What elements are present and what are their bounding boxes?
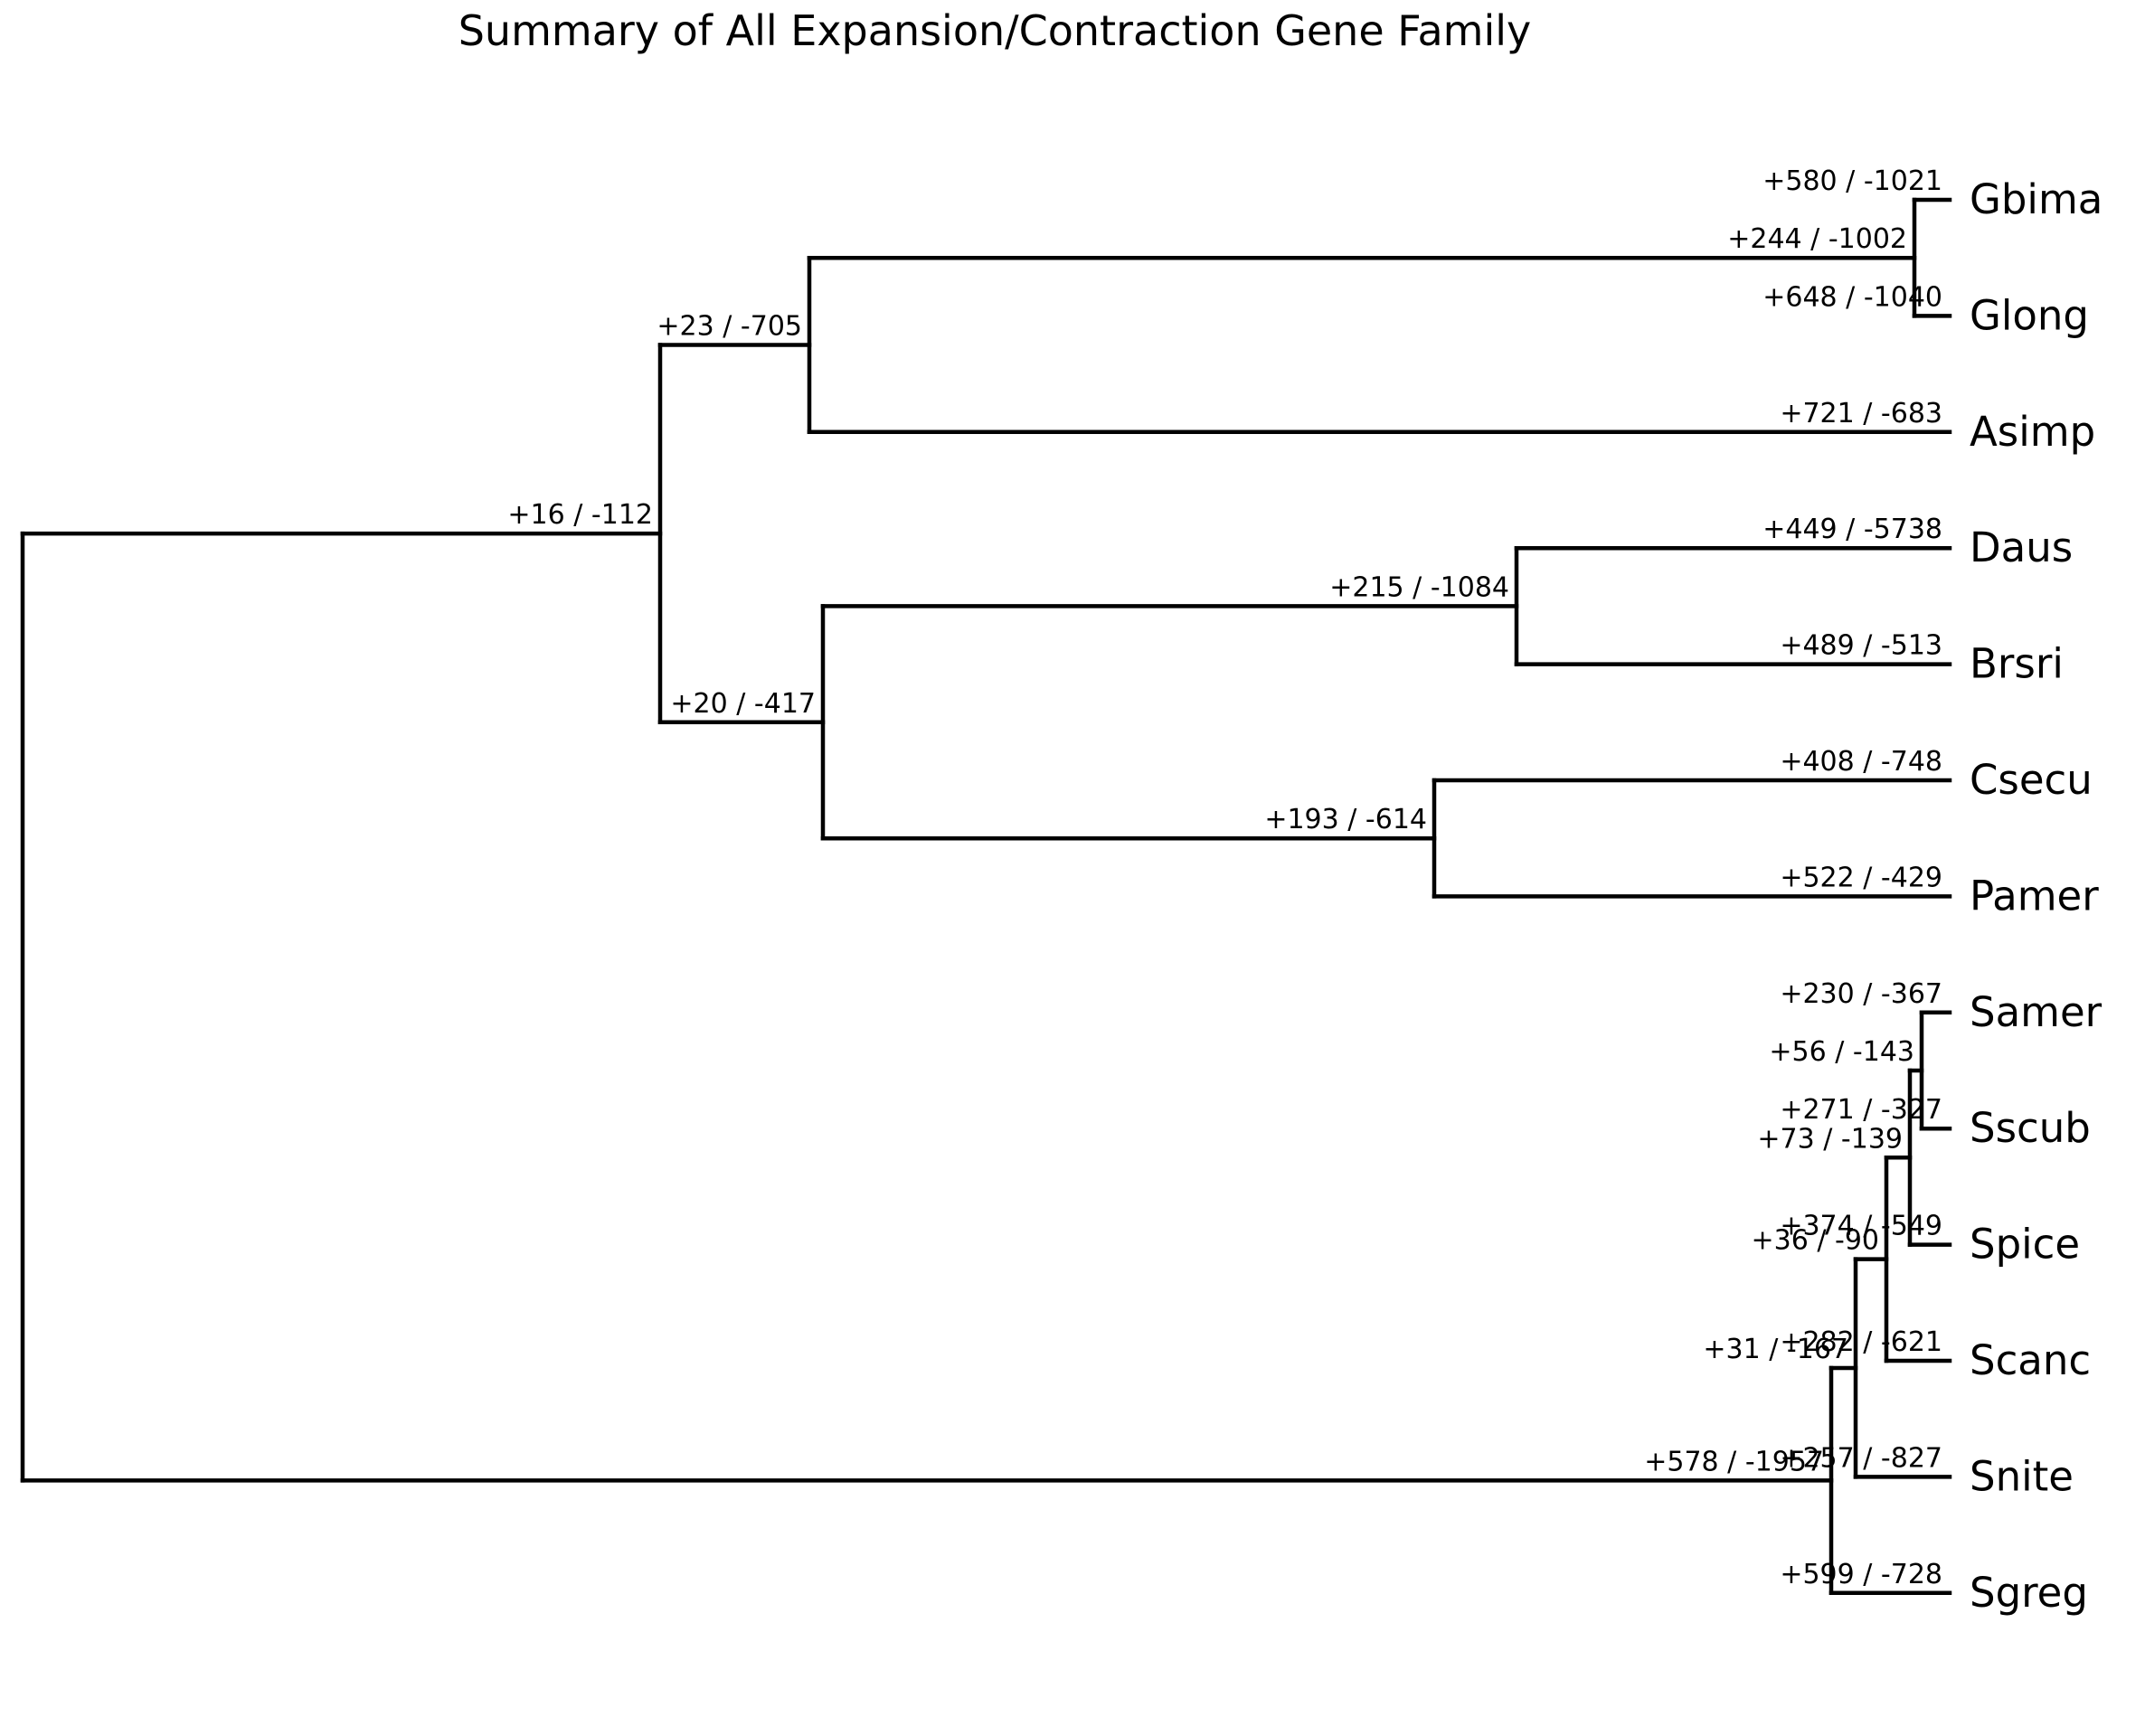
branches-layer bbox=[20, 197, 1952, 1596]
species-label: Glong bbox=[1970, 291, 2089, 339]
branch-label: +599 / -728 bbox=[1780, 1559, 1942, 1590]
branch-label: +16 / -112 bbox=[507, 499, 653, 531]
labels-layer: +16 / -112 +23 / -705 +244 / -1002 +580 / -… bbox=[507, 165, 2102, 1617]
branch-label: +193 / -614 bbox=[1264, 804, 1427, 835]
species-label: Gbima bbox=[1970, 175, 2102, 223]
branch-label: +20 / -417 bbox=[670, 688, 816, 720]
branch-label: +522 / -429 bbox=[1780, 862, 1942, 893]
branch-label: +374 / -549 bbox=[1780, 1211, 1942, 1242]
branch-label: +230 / -367 bbox=[1780, 978, 1942, 1010]
species-label: Csecu bbox=[1970, 756, 2093, 804]
species-label: Scanc bbox=[1970, 1336, 2091, 1384]
branch-label: +408 / -748 bbox=[1780, 746, 1942, 778]
branch-label: +578 / -1957 bbox=[1644, 1446, 1824, 1477]
species-label: Asimp bbox=[1970, 408, 2095, 456]
species-label: Snite bbox=[1970, 1452, 2074, 1500]
branch-label: +215 / -1084 bbox=[1329, 571, 1509, 603]
species-label: Brsri bbox=[1970, 640, 2064, 688]
branch-label: +23 / -705 bbox=[657, 311, 802, 343]
species-label: Pamer bbox=[1970, 872, 2099, 920]
branch-label: +257 / -827 bbox=[1780, 1442, 1942, 1474]
branch-label: +449 / -5738 bbox=[1762, 514, 1942, 545]
species-label: Sscub bbox=[1970, 1104, 2091, 1152]
species-label: Sgreg bbox=[1970, 1569, 2088, 1617]
branch-label: +56 / -143 bbox=[1769, 1036, 1914, 1068]
chart-title: Summary of All Expansion/Contraction Gen… bbox=[458, 6, 1532, 55]
species-label: Spice bbox=[1970, 1221, 2080, 1269]
branch-label: +580 / -1021 bbox=[1762, 165, 1942, 197]
branch-label: +721 / -683 bbox=[1780, 398, 1942, 429]
species-label: Daus bbox=[1970, 524, 2073, 571]
branch-label: +31 / -167 bbox=[1703, 1334, 1848, 1365]
branch-label: +489 / -513 bbox=[1780, 630, 1942, 662]
branch-label: +244 / -1002 bbox=[1727, 223, 1907, 255]
branch-label: +271 / -327 bbox=[1780, 1094, 1942, 1126]
species-label: Samer bbox=[1970, 988, 2102, 1036]
branch-label: +282 / -621 bbox=[1780, 1326, 1942, 1358]
branch-label: +36 / -90 bbox=[1752, 1225, 1880, 1257]
branch-label: +648 / -1040 bbox=[1762, 281, 1942, 313]
branch-label: +73 / -139 bbox=[1757, 1123, 1903, 1155]
